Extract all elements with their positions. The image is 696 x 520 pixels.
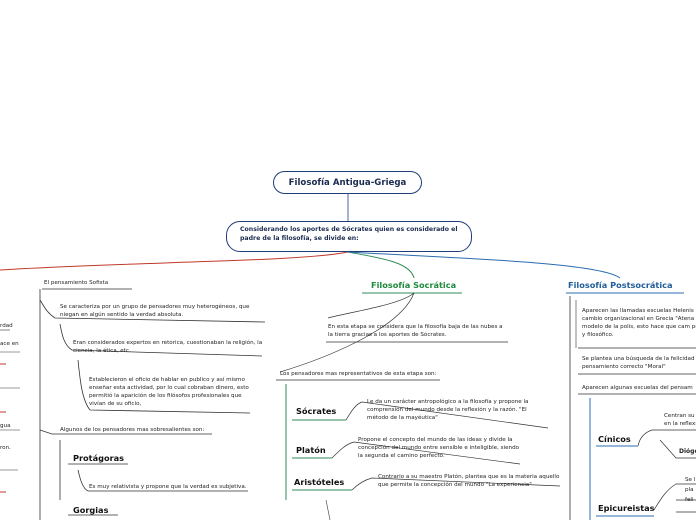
subtitle-node[interactable]: Considerando los aportes de Sócrates qui… (226, 221, 472, 252)
epicureistas-node[interactable]: Epicureistas (598, 503, 655, 513)
protagoras-note[interactable]: Es muy relativista y propone que la verd… (89, 484, 247, 490)
aristoteles-note[interactable]: Contrario a su maestro Platón, plantea q… (378, 474, 560, 488)
subtitle-line-1: Considerando los aportes de Sócrates qui… (240, 226, 458, 233)
postsocratica-note-2[interactable]: Se plantea una búsqueda de la felicidad … (582, 356, 695, 370)
sofista-header[interactable]: El pensamiento Sofista (44, 280, 109, 286)
platon-node[interactable]: Platón (296, 445, 326, 455)
socrates-note[interactable]: Le da un carácter antropológico a la fil… (367, 399, 529, 421)
socratica-authors-header[interactable]: Los pensadores mas representativos de es… (280, 371, 437, 377)
subtitle-line-2: padre de la filosofía, se divide en: (240, 234, 359, 242)
left-fragment-4: ron. (0, 445, 11, 451)
platon-note[interactable]: Propone el concepto del mundo de las ide… (358, 437, 520, 459)
postsocratica-title[interactable]: Filosofía Postsocrática (568, 280, 673, 290)
root-node[interactable]: Filosofía Antigua-Griega (273, 171, 422, 194)
socratica-intro[interactable]: En esta etapa se considera que la filoso… (328, 324, 503, 338)
aristoteles-node[interactable]: Aristóteles (294, 477, 345, 487)
postsocratica-note-3[interactable]: Aparecen algunas escuelas del pensam (582, 385, 693, 391)
sofista-note-1[interactable]: Se caracteriza por un grupo de pensadore… (60, 304, 250, 318)
epicureistas-fragment-2: pla (685, 487, 694, 493)
diogenes-node[interactable]: Diógen (679, 448, 696, 455)
left-fragment-1: rdad (0, 323, 13, 329)
epicureistas-fragment-3: feli (685, 497, 694, 503)
gorgias-node[interactable]: Gorgias (73, 505, 109, 515)
socrates-node[interactable]: Sócrates (296, 406, 337, 416)
epicureistas-fragment-1: Se l (685, 477, 696, 483)
postsocratica-note-1[interactable]: Aparecen las llamadas escuelas Helenis c… (582, 308, 696, 338)
sofista-note-3[interactable]: Establecieron el oficio de hablar en pub… (89, 377, 249, 407)
socratica-title[interactable]: Filosofía Socrática (371, 280, 457, 290)
sofista-note-2[interactable]: Eran considerados expertos en retorica, … (73, 340, 263, 354)
left-fragment-3: gua (0, 423, 11, 429)
cinicos-node[interactable]: Cínicos (598, 434, 631, 444)
cinicos-note[interactable]: Centran su en la reflexi (664, 413, 696, 427)
left-fragment-2: ace en (0, 341, 19, 347)
protagoras-node[interactable]: Protágoras (73, 453, 125, 463)
sofista-authors-header[interactable]: Algunos de los pensadores mas sobresalie… (60, 427, 205, 433)
